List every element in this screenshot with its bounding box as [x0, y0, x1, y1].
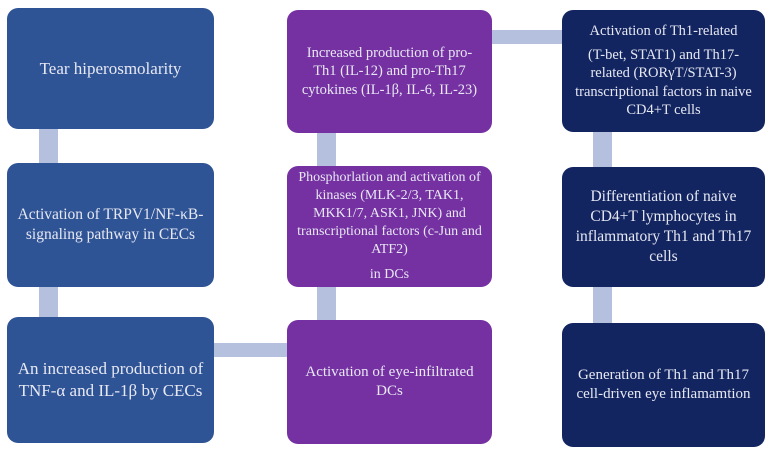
box-text: Increased production of pro-Th1 (IL-12) … [301, 44, 478, 98]
connector-col3-top [593, 128, 612, 172]
box-eye-inflammation: Generation of Th1 and Th17 cell-driven e… [562, 323, 765, 447]
box-text: An increased production of TNF-α and IL-… [17, 359, 204, 400]
connector-col1-top [39, 124, 58, 168]
box-text: in DCs [369, 266, 410, 282]
connector-col2-bottom [317, 283, 336, 325]
box-tnf-il1b-production: An increased production of TNF-α and IL-… [7, 317, 214, 443]
box-text: Tear hiperosmolarity [39, 58, 182, 78]
connector-col2-top [317, 129, 336, 171]
box-text: Phosphorlation and activation of kinases… [297, 170, 482, 257]
box-cd4-differentiation: Differentiation of naive CD4+T lymphocyt… [562, 167, 765, 287]
box-kinase-activation: Phosphorlation and activation of kinases… [287, 166, 492, 287]
box-text: Generation of Th1 and Th17 cell-driven e… [576, 366, 751, 402]
box-text: (T-bet, STAT1) and Th17-related (RORγT/S… [575, 46, 752, 119]
box-th1-th17-transcription-factors: Activation of Th1-related (T-bet, STAT1)… [562, 10, 765, 132]
box-text: Activation of eye-infiltrated DCs [305, 363, 474, 399]
box-text: Activation of TRPV1/NF-κB-signaling path… [17, 206, 204, 243]
box-text: Differentiation of naive CD4+T lymphocyt… [575, 188, 752, 265]
connector-col2-to-col3 [488, 30, 568, 44]
connector-col3-bottom [593, 283, 612, 328]
box-trpv1-nfkb-activation: Activation of TRPV1/NF-κB-signaling path… [7, 163, 214, 287]
box-text: Activation of Th1-related [589, 23, 738, 40]
connector-col1-to-col2 [209, 343, 293, 357]
box-dc-activation: Activation of eye-infiltrated DCs [287, 320, 492, 444]
box-tear-hyperosmolarity: Tear hiperosmolarity [7, 8, 214, 129]
connector-col1-bottom [39, 282, 58, 322]
box-pro-th1-th17-cytokines: Increased production of pro-Th1 (IL-12) … [287, 10, 492, 133]
